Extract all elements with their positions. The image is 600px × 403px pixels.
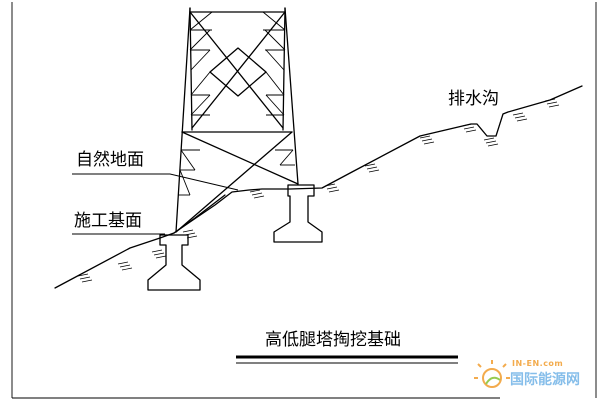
construction-base-label: 施工基面 <box>74 211 142 231</box>
label-leaders <box>72 173 239 235</box>
diagram-title: 高低腿塔掏挖基础 <box>265 330 401 350</box>
watermark-logo: IN-EN.com 国际能源网 <box>474 359 580 388</box>
natural-ground-label: 自然地面 <box>76 150 144 170</box>
watermark-site: IN-EN.com <box>512 359 563 368</box>
diagram-border <box>11 2 597 399</box>
watermark-name: 国际能源网 <box>510 371 580 388</box>
tower-structure <box>175 7 299 233</box>
ground-profile <box>54 85 583 289</box>
drainage-ditch-label: 排水沟 <box>448 89 499 109</box>
foundation-high-leg <box>273 184 323 243</box>
foundation-low-leg <box>147 234 201 291</box>
ground-hatches <box>77 98 560 283</box>
sun-icon <box>474 360 510 388</box>
